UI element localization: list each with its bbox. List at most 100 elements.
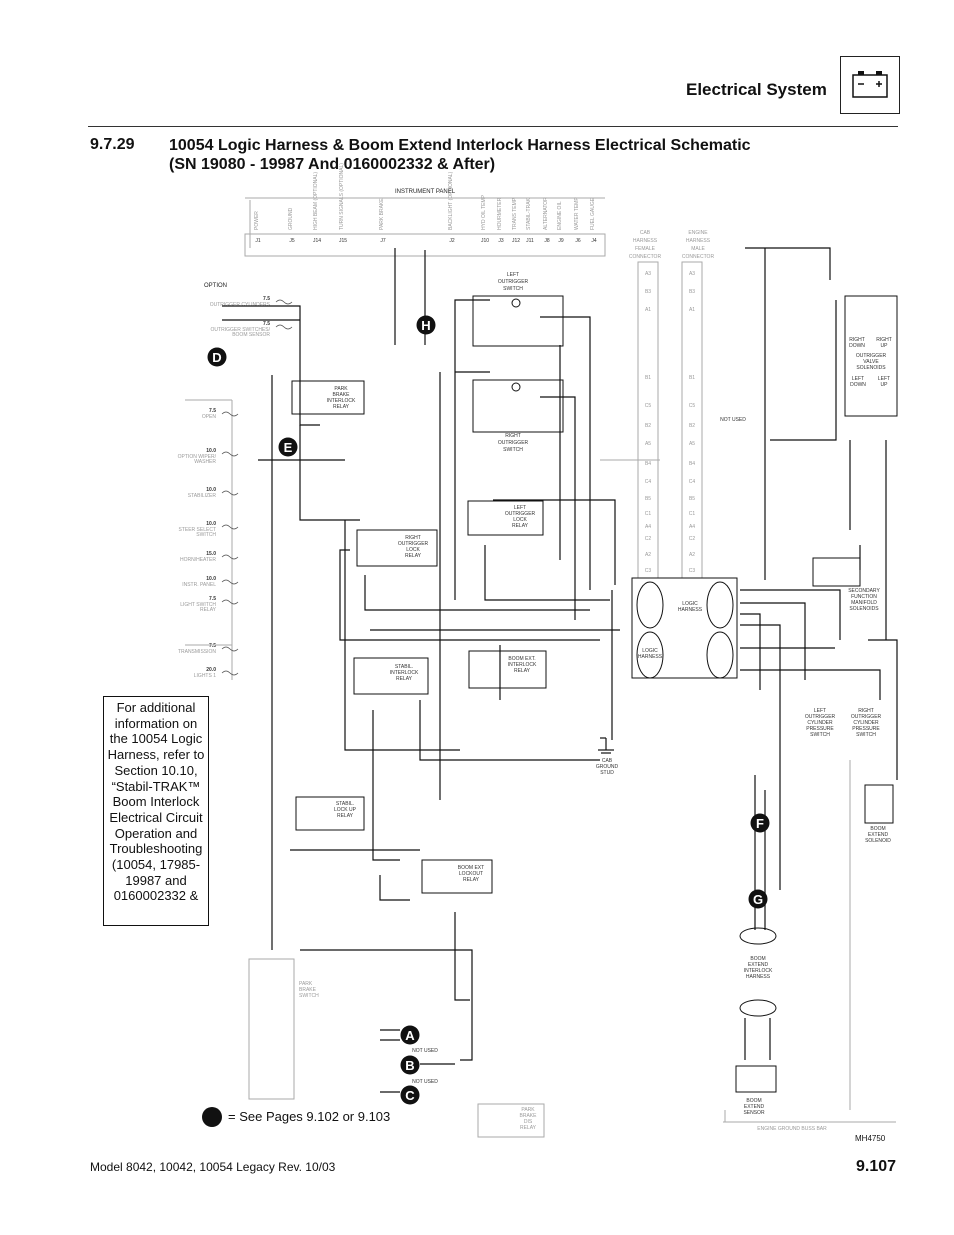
cab-pin-label: C5 xyxy=(645,403,652,409)
callout-letter: F xyxy=(756,816,764,831)
cab-pin-label: A4 xyxy=(645,524,651,530)
ip-pin-label: J3 xyxy=(498,238,504,244)
ip-pin-label: J2 xyxy=(449,238,455,244)
instrument-panel-label: INSTRUMENT PANEL xyxy=(395,189,456,195)
park-brake-interlock-relay xyxy=(291,380,365,415)
secondary-function-manifold xyxy=(812,557,861,587)
cab-pin-label: C1 xyxy=(645,511,652,517)
ip-pin-label: J10 xyxy=(481,238,489,244)
fuse-label: TRANSMISSION xyxy=(178,649,216,655)
right-outrigger-lock-relay xyxy=(356,529,438,567)
section-header-title: Electrical System xyxy=(686,80,827,99)
header-rule xyxy=(88,126,898,127)
fuse-label: OUTRIGGER SWITCHES/BOOM SENSOR xyxy=(211,327,271,338)
park-brake-dis-relay xyxy=(477,1103,545,1138)
outrigger-valve-solenoids xyxy=(844,295,898,417)
callout-legend-text: = See Pages 9.102 or 9.103 xyxy=(228,1109,391,1124)
ip-pin-label: J1 xyxy=(255,238,261,244)
fuse-amps: 10.0 xyxy=(206,448,216,454)
wiring-traces xyxy=(185,200,898,1122)
callout-b-icon xyxy=(400,1055,420,1075)
battery-icon xyxy=(840,56,900,114)
section-title: 10054 Logic Harness & Boom Extend Interl… xyxy=(169,136,751,174)
not-used-c: NOT USED xyxy=(412,1079,438,1085)
fuse-label: OUTRIGGER CYLINDERS xyxy=(210,302,271,308)
engine-pin-label: C3 xyxy=(689,568,696,574)
ip-pin-label: J4 xyxy=(591,238,597,244)
cab-pin-label: C2 xyxy=(645,536,652,542)
callout-e-icon xyxy=(278,437,298,457)
fuse-amps: 7.5 xyxy=(263,321,270,327)
stabil-lockup-relay xyxy=(295,796,365,831)
engine-pin-label: B3 xyxy=(689,289,695,295)
ip-function-label: TRANS TEMP xyxy=(512,197,518,230)
engine-pin-label: A1 xyxy=(689,307,695,313)
boom-ext-interlock-relay xyxy=(468,650,547,689)
ip-function-label: FUEL GAUGE xyxy=(590,197,596,230)
ip-function-label: POWER xyxy=(254,211,260,230)
right-outrigger-switch xyxy=(472,379,564,433)
option-label: OPTION xyxy=(204,283,227,289)
callout-f-icon xyxy=(750,813,770,833)
ip-pin-label: J11 xyxy=(526,238,534,244)
cab-pin-label: B3 xyxy=(645,289,651,295)
ip-function-label: HYD OIL TEMP xyxy=(481,194,487,230)
fuse-amps: 20.0 xyxy=(206,667,216,673)
cab-pin-label: B1 xyxy=(645,375,651,381)
ip-pin-label: J12 xyxy=(512,238,520,244)
fuse-amps: 7.5 xyxy=(263,296,270,302)
engine-pin-label: B4 xyxy=(689,461,695,467)
ip-pin-label: J5 xyxy=(289,238,295,244)
engine-pin-label: C1 xyxy=(689,511,696,517)
figure-id: MH4750 xyxy=(855,1134,886,1143)
fuse-label: OPEN xyxy=(202,414,217,420)
fuse-amps: 10.0 xyxy=(206,487,216,493)
ip-function-label: HIGH BEAM (OPTIONAL) xyxy=(313,172,319,230)
not-used-top: NOT USED xyxy=(720,417,746,423)
left-outrigger-switch xyxy=(472,295,564,347)
not-used-b: NOT USED xyxy=(412,1048,438,1054)
callout-a-icon xyxy=(400,1025,420,1045)
engine-pin-label: C2 xyxy=(689,536,696,542)
fuse-label: INSTR. PANEL xyxy=(182,582,216,588)
callout-legend-dot xyxy=(202,1107,222,1127)
footer-model: Model 8042, 10042, 10054 Legacy Rev. 10/… xyxy=(90,1160,336,1174)
cab-pin-label: A5 xyxy=(645,441,651,447)
cab-pin-label: C3 xyxy=(645,568,652,574)
page-number: 9.107 xyxy=(856,1158,897,1175)
boom-extend-sensor xyxy=(735,1065,777,1093)
fuse-amps: 7.5 xyxy=(209,643,216,649)
cab-pin-label: B5 xyxy=(645,496,651,502)
callout-d-icon xyxy=(207,347,227,367)
info-note-box: For additional information on the 10054 … xyxy=(103,696,209,926)
engine-pin-label: B5 xyxy=(689,496,695,502)
engine-pin-label: A5 xyxy=(689,441,695,447)
callout-c-icon xyxy=(400,1085,420,1105)
left-outrigger-lock-relay xyxy=(467,500,544,536)
cab-pin-label: C4 xyxy=(645,479,652,485)
section-title-line2: (SN 19080 - 19987 And 0160002332 & After… xyxy=(169,156,496,173)
ip-function-label: PARK BRAKE xyxy=(379,198,385,230)
callout-letter: E xyxy=(284,440,293,455)
fuse-amps: 15.0 xyxy=(206,551,216,557)
fuse-label: OPTION WIPER/WASHER xyxy=(178,454,217,465)
engine-pin-label: C5 xyxy=(689,403,696,409)
cab-pin-label: A3 xyxy=(645,271,651,277)
